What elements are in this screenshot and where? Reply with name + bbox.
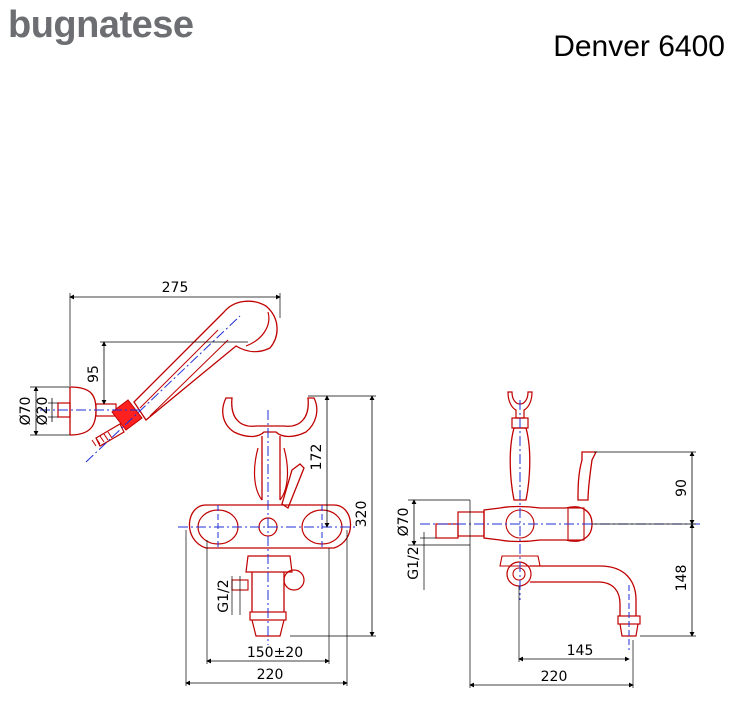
dim-320-label: 320 [354, 501, 370, 528]
shower-handle-outline [133, 300, 278, 421]
dim-90-label: 90 [674, 479, 690, 497]
model-name: Denver 6400 [553, 30, 725, 63]
dim-o70-side-label: Ø70 [396, 508, 412, 537]
side-fork-outline [507, 391, 533, 419]
dim-220-side-label: 220 [541, 669, 568, 685]
dim-275-label: 275 [162, 280, 189, 296]
brand-logo: bugnatese [8, 4, 194, 46]
dim-145-label: 145 [567, 643, 594, 659]
hand-shower-axis [85, 315, 241, 463]
dim-o20-label: Ø20 [35, 397, 51, 426]
dim-148-label: 148 [674, 565, 690, 592]
dim-150-label: 150±20 [247, 645, 303, 661]
side-view: Ø70 G1/2 90 148 145 220 [396, 391, 700, 688]
shower-holder-outline [111, 399, 143, 431]
wall-mount-outline [69, 386, 97, 436]
spout-outline [530, 565, 637, 616]
lever-handle-outline [281, 463, 305, 509]
front-view: 320 172 G1/2 150±20 220 [178, 395, 376, 686]
dim-95-label: 95 [86, 365, 102, 383]
dim-o70-label: Ø70 [18, 397, 34, 426]
fork-holder-outline [222, 397, 318, 438]
mixer-body-outline [188, 504, 352, 549]
dim-172-label: 172 [309, 444, 325, 471]
dim-g12-front-label: G1/2 [216, 579, 232, 612]
side-lever-outline [577, 451, 598, 501]
dim-220-front-label: 220 [257, 667, 284, 683]
hand-shower-view: 275 95 Ø70 Ø20 [18, 280, 281, 463]
dim-g12-side-label: G1/2 [406, 546, 422, 579]
